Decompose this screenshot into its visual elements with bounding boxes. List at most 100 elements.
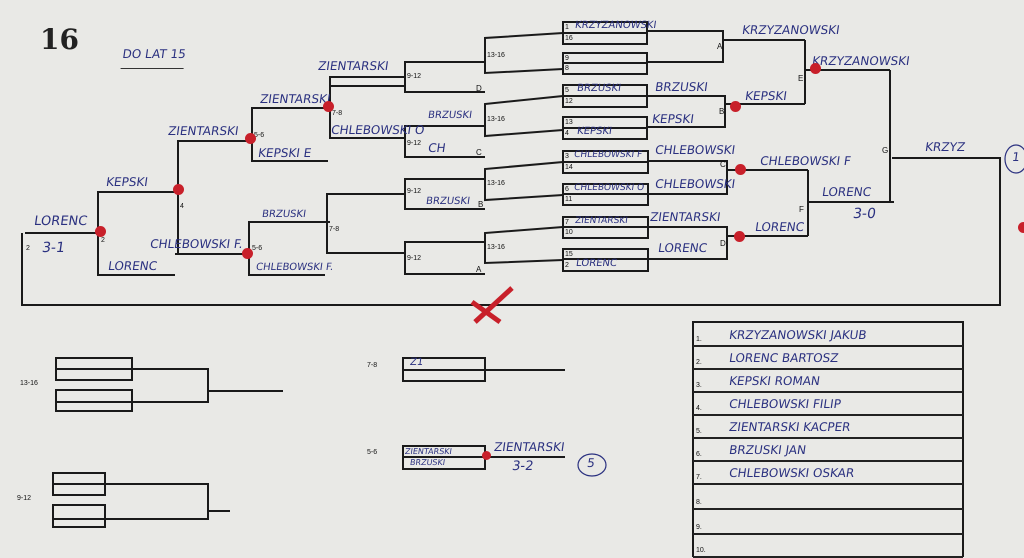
r912-label: 9-12 <box>407 188 422 195</box>
standings-row: 10. <box>693 533 963 558</box>
standings-row: 8. <box>693 485 963 510</box>
seed-number: 12 <box>565 98 573 105</box>
winner-c-top: CHLEBOWSKI <box>654 143 737 157</box>
match-label-b: B <box>719 107 725 116</box>
seed-name: CHLEBOWSKI F <box>573 150 643 160</box>
winner-marker-dot <box>482 451 491 460</box>
winner-marker-dot <box>242 248 253 259</box>
r912-d-name: ZIENTARSKI <box>317 59 390 73</box>
seed-number: 6 <box>565 186 569 193</box>
seed-number: 5 <box>565 87 569 94</box>
player-name: CHLEBOWSKI FILIP <box>728 397 842 412</box>
first-place-circle <box>1004 144 1024 174</box>
standings-row: 1.KRZYZANOWSKI JAKUB <box>693 322 963 347</box>
winner-c-bottom: CHLEBOWSKI <box>654 177 737 191</box>
bottom-56-score: 3-2 <box>511 459 535 474</box>
winner-marker-dot <box>730 101 741 112</box>
winner-marker-dot <box>173 184 184 195</box>
seed-number: 4 <box>565 130 569 137</box>
standings-row: 4. CHLEBOWSKI FILIP <box>693 391 963 416</box>
player-name: LORENC BARTOSZ <box>728 351 840 366</box>
r2-lower: LORENC <box>107 259 159 273</box>
match-label-d: D <box>720 239 726 248</box>
match-label-a: A <box>717 42 723 51</box>
match-label-g: G <box>882 146 889 155</box>
category-title: DO LAT 15 <box>120 47 187 69</box>
r56-bottom-top: CHLEBOWSKI F. <box>149 237 244 251</box>
r78-bottom-top: BRZUSKI <box>261 209 307 220</box>
r4-winner: KEPSKI <box>105 175 149 189</box>
semi-f-winner: LORENC <box>821 185 873 199</box>
seed-number: 14 <box>565 164 573 171</box>
standings-row: 9. <box>693 510 963 535</box>
seed-name: KEPSKI <box>576 126 613 137</box>
winner-d-bottom: LORENC <box>657 241 709 255</box>
r912-match-b: B <box>478 200 484 209</box>
bottom-56-winner: ZIENTARSKI <box>493 440 566 454</box>
seed-number: 9 <box>565 55 569 62</box>
seed-number: 1 <box>565 24 569 31</box>
rank: 4. <box>696 404 702 412</box>
standings-row: 7.CHLEBOWSKI OSKAR <box>693 460 963 485</box>
winner-marker-dot <box>810 63 821 74</box>
r912-c-top: BRZUSKI <box>427 110 473 121</box>
semi-f-score: 3-0 <box>851 206 878 222</box>
semi-e-winner: KRZYZANOWSKI <box>811 54 911 68</box>
winner-marker-dot <box>734 231 745 242</box>
seed-name: CHLEBOWSKI O <box>573 183 645 193</box>
player-name: KEPSKI ROMAN <box>728 374 821 389</box>
r912-match-a: A <box>476 265 482 274</box>
seed-number: 3 <box>565 153 569 160</box>
seed-name: ZIENTARSKI <box>574 216 629 226</box>
r2-score: 3-1 <box>40 240 67 256</box>
rank: 8. <box>696 498 702 506</box>
r78-label: 7-8 <box>332 110 343 117</box>
player-name: KRZYZANOWSKI JAKUB <box>728 328 868 343</box>
bottom-78-label: 7-8 <box>367 362 378 369</box>
r56-top-bottom: KEPSKI E <box>257 146 313 160</box>
player-name: ZIENTARSKI KACPER <box>728 420 852 435</box>
r912-c-bottom: CH <box>427 141 447 155</box>
match-label-f: F <box>799 205 804 214</box>
r912-match-c: C <box>476 148 482 157</box>
rank: 6. <box>696 450 702 458</box>
seed-number: 16 <box>565 35 573 42</box>
bottom-56-label: 5-6 <box>367 449 378 456</box>
loser-label: 13-16 <box>487 180 505 187</box>
r912-b-name: BRZUSKI <box>425 196 471 207</box>
match-label-c: C <box>720 160 726 169</box>
r78-bottom-bottom: CHLEBOWSKI F. <box>255 262 335 273</box>
seed-number: 2 <box>565 262 569 269</box>
winner-b-bottom: KEPSKI <box>651 112 695 126</box>
r912-label: 9-12 <box>407 140 422 147</box>
r56-label: 5-6 <box>254 132 265 139</box>
winner-marker-dot <box>735 164 746 175</box>
seed-name: LORENC <box>575 258 618 269</box>
r78-top-top: ZIENTARSKI <box>259 92 332 106</box>
winner-a: KRZYZANOWSKI <box>741 23 841 37</box>
r912-match-d: D <box>476 84 482 93</box>
r2-label-left: 2 <box>26 245 30 252</box>
red-x-mark <box>470 286 514 325</box>
loser-label: 13-16 <box>487 244 505 251</box>
winner-marker-dot <box>245 133 256 144</box>
bottom-1316-label: 13-16 <box>20 380 38 387</box>
rank: 2. <box>696 358 702 366</box>
seed-number: 7 <box>565 219 569 226</box>
standings-row: 2. LORENC BARTOSZ <box>693 345 963 370</box>
round2-e-bottom: KEPSKI <box>744 89 788 103</box>
r78-top-bottom: CHLEBOWSKI O <box>330 123 426 137</box>
r4-top-name: ZIENTARSKI <box>167 124 240 138</box>
fifth-place-circle <box>577 453 607 477</box>
r912-label: 9-12 <box>407 73 422 80</box>
r912-label: 9-12 <box>407 255 422 262</box>
player-name: BRZUSKI JAN <box>728 443 808 458</box>
rank: 5. <box>696 427 702 435</box>
r2-label: 2 <box>101 237 105 244</box>
sheet-number: 16 <box>40 23 79 56</box>
rank: 9. <box>696 523 702 531</box>
final-winner: KRZYZ <box>924 140 967 154</box>
rank: 10. <box>696 546 706 554</box>
standings-row: 6. BRZUSKI JAN <box>693 437 963 462</box>
r56-label: 5-6 <box>252 245 263 252</box>
